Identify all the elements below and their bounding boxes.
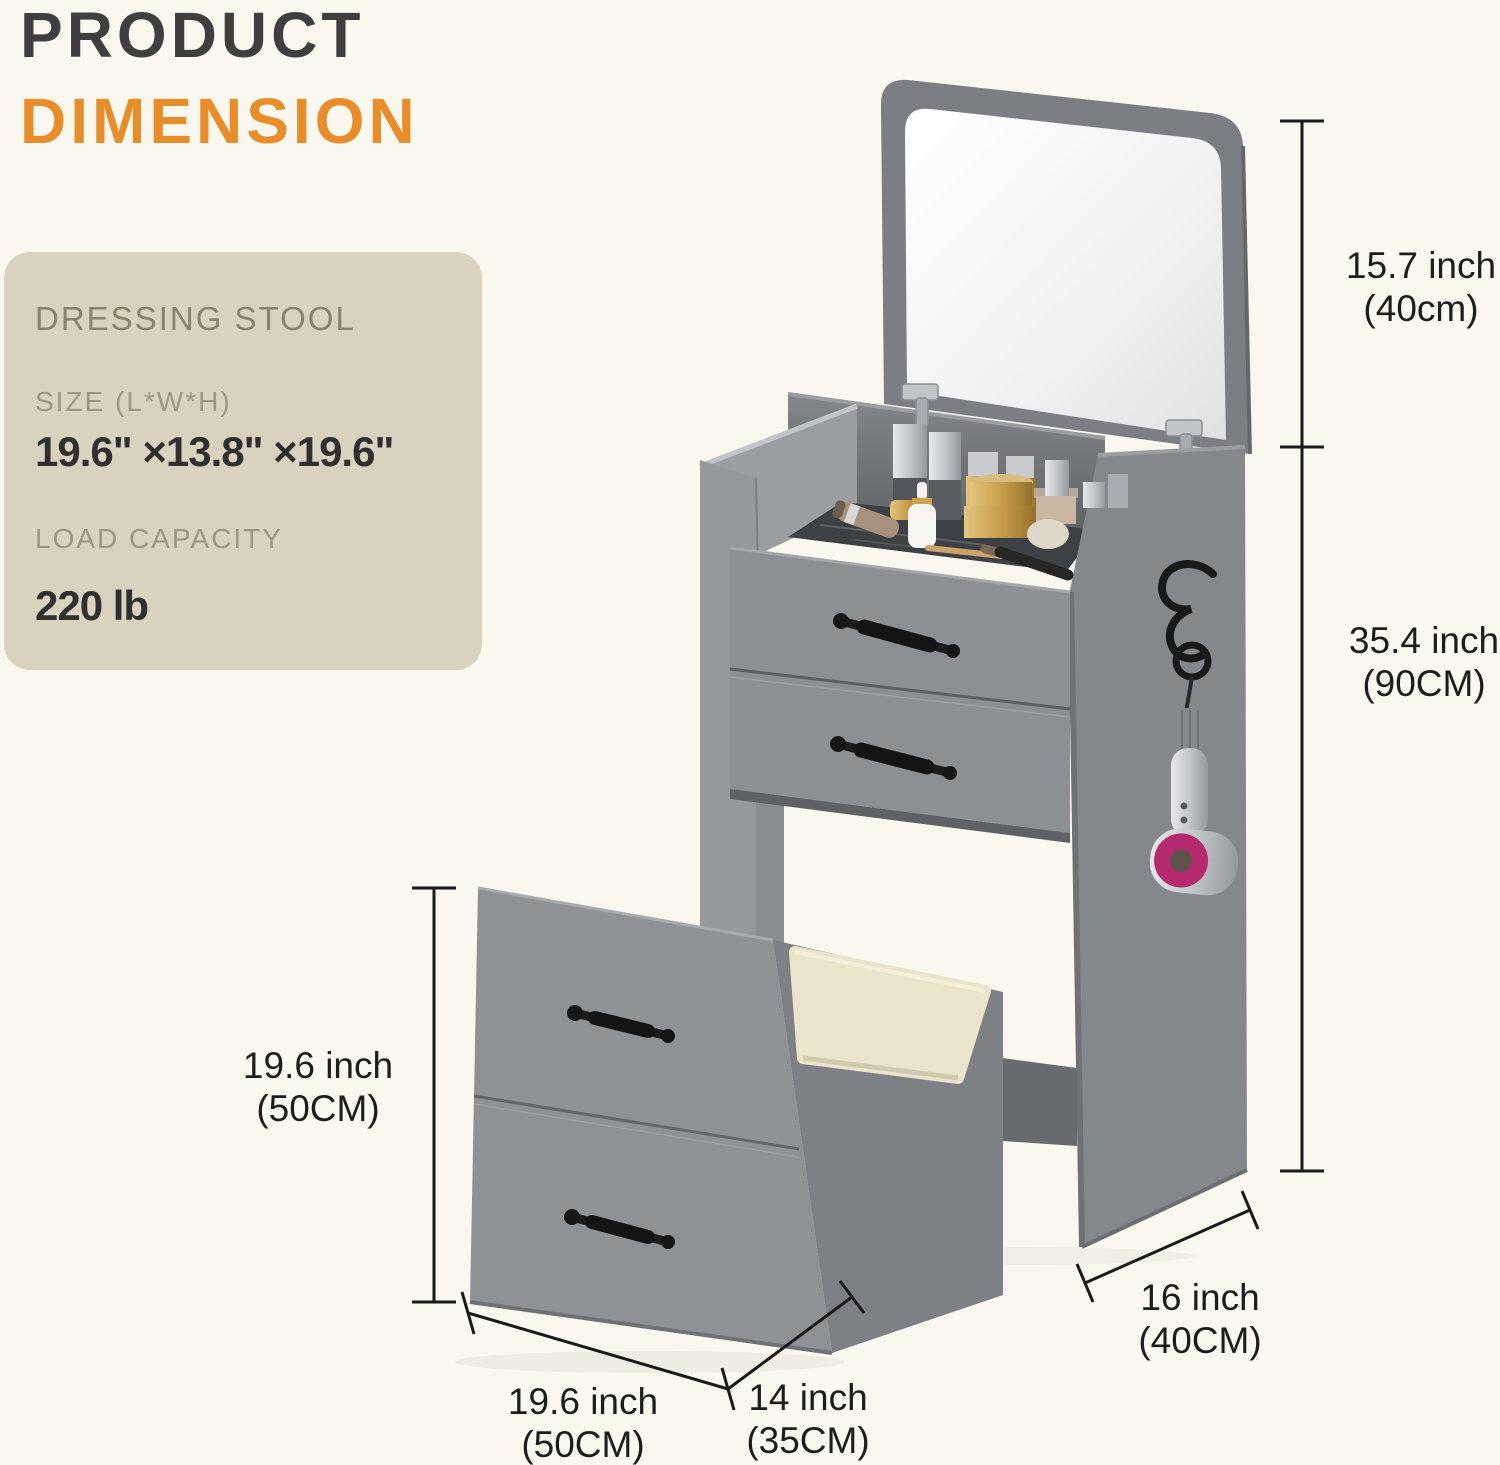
spec-load-label: LOAD CAPACITY <box>35 523 283 554</box>
perfume-bottle <box>1108 474 1128 508</box>
stool-drawer-handle-top <box>567 1005 675 1043</box>
hair-dryer <box>1149 676 1239 896</box>
spec-card-heading: DRESSING STOOL <box>35 300 356 337</box>
dim-label-stool-height: 19.6 inch (50CM) <box>243 1044 393 1130</box>
dim-metric: (35CM) <box>746 1420 870 1461</box>
title-dimension: DIMENSION <box>20 85 419 157</box>
spec-size-value: 19.6" ×13.8" ×19.6" <box>35 428 394 475</box>
dim-metric: (40CM) <box>1138 1320 1262 1361</box>
dim-label-stool-depth: 14 inch (35CM) <box>746 1376 869 1462</box>
dim-value: 19.6 inch <box>242 1045 394 1086</box>
makeup-brush <box>925 544 1074 581</box>
dim-label-body-height: 35.4 inch (90CM) <box>1349 619 1499 705</box>
mirror-glass <box>905 108 1226 441</box>
cosmetics-set <box>832 424 1128 581</box>
dim-value: 16 inch <box>1140 1277 1260 1318</box>
dim-line-vanity-depth <box>1075 1190 1260 1303</box>
dim-metric: (50CM) <box>521 1424 645 1465</box>
gold-pump-bottle <box>968 452 998 478</box>
dim-line-body-height <box>1280 447 1324 1173</box>
dim-label-mirror-height: 15.7 inch (40cm) <box>1346 244 1496 330</box>
title-product: PRODUCT <box>20 0 365 71</box>
stool-drawer-handle-bottom <box>564 1209 675 1249</box>
spec-load-value: 220 lb <box>35 582 149 629</box>
dim-metric: (40cm) <box>1363 288 1479 329</box>
silver-mini-jar <box>1083 482 1105 508</box>
flip-up-mirror <box>880 79 1252 455</box>
dim-label-vanity-depth: 16 inch (40CM) <box>1138 1276 1261 1362</box>
spec-card: DRESSING STOOL SIZE (L*W*H) 19.6" ×13.8"… <box>4 252 482 670</box>
gold-jar <box>970 482 1032 508</box>
dim-value: 19.6 inch <box>507 1381 659 1422</box>
dim-metric: (90CM) <box>1362 663 1486 704</box>
dim-line-stool-height <box>412 886 456 1304</box>
chrome-bottle <box>1045 460 1069 496</box>
dim-line-stool-depth <box>727 1280 866 1391</box>
lipstick <box>832 500 899 538</box>
white-dropper-bottle <box>908 482 936 548</box>
dim-value: 15.7 inch <box>1345 245 1497 286</box>
vanity-back-rail <box>1002 1058 1077 1146</box>
dimension-lines <box>412 119 1324 1411</box>
dim-value: 14 inch <box>748 1377 868 1418</box>
dim-label-stool-width: 19.6 inch (50CM) <box>508 1380 658 1465</box>
dim-line-mirror-height <box>1280 119 1324 449</box>
spec-size-label: SIZE (L*W*H) <box>35 386 232 417</box>
side-hook-and-dryer <box>1149 560 1239 896</box>
vanity-drawer-handle-bottom <box>830 736 957 780</box>
vanity-drawer-handle-top <box>833 613 960 658</box>
page-title: PRODUCT DIMENSION <box>20 0 419 164</box>
dressing-stool <box>469 886 1003 1355</box>
stool-cushion <box>789 946 991 1084</box>
vanity-drawers <box>729 546 1071 843</box>
vanity-back-panel <box>756 795 784 952</box>
stool-drawer-front <box>470 888 832 1353</box>
dim-value: 35.4 inch <box>1348 620 1500 661</box>
stool-floor-shadow <box>455 1351 845 1373</box>
dim-metric: (50CM) <box>256 1088 380 1129</box>
mirror-frame-edge <box>1241 145 1252 455</box>
cream-jar <box>1027 519 1069 549</box>
mirror-hinges <box>901 383 1203 463</box>
